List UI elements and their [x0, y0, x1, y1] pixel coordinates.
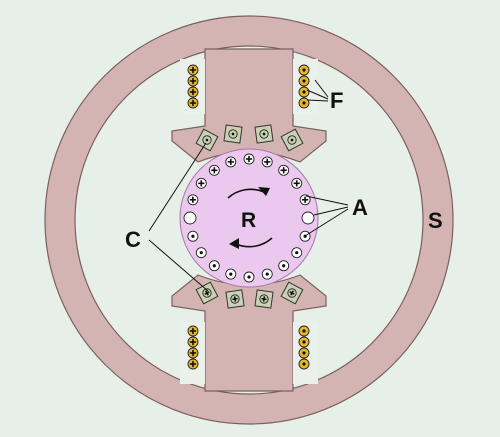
field-conductor: [187, 358, 199, 370]
dot-icon: [265, 272, 269, 276]
dot-icon: [205, 138, 209, 142]
compensating-slot: [195, 281, 219, 305]
compensating-winding: [195, 124, 304, 309]
field-conductor: [298, 64, 310, 76]
compensating-slot: [195, 128, 219, 152]
dot-icon: [302, 329, 306, 333]
arrowhead-icon: [229, 238, 239, 249]
armature-conductor: [243, 271, 255, 283]
dot-icon: [229, 272, 233, 276]
dot-icon: [262, 132, 266, 136]
field-conductor: [298, 336, 310, 348]
field-conductor: [187, 64, 199, 76]
dot-icon: [302, 101, 306, 105]
armature-conductors: [183, 153, 315, 283]
compensating-conductor: [259, 294, 269, 304]
dot-icon: [247, 275, 251, 279]
armature-conductor: [261, 156, 273, 168]
compensating-conductor: [202, 288, 212, 298]
dot-icon: [302, 79, 306, 83]
dot-icon: [199, 251, 203, 255]
armature-conductor: [208, 260, 220, 272]
plus-icon: [205, 290, 209, 296]
compensating-conductor: [228, 129, 238, 139]
rotor-body: [179, 148, 319, 288]
armature-conductor: [208, 164, 220, 176]
armature-conductor: [291, 177, 303, 189]
field-conductor: [187, 86, 199, 98]
arrowhead-icon: [258, 187, 270, 196]
stator-body: [44, 15, 454, 425]
rotor-label: R: [241, 209, 256, 232]
compensating-winding-label: C: [125, 227, 141, 252]
armature-conductor: [299, 194, 311, 206]
armature-conductor: [187, 194, 199, 206]
armature-conductor: [243, 153, 255, 165]
armature-conductor: [278, 164, 290, 176]
dot-icon: [302, 362, 306, 366]
armature-conductor: [299, 230, 311, 242]
dot-icon: [295, 251, 299, 255]
field-conductor: [298, 86, 310, 98]
compensating-slot: [254, 124, 274, 144]
rotation-arrow-icon: [235, 237, 273, 248]
dot-icon: [290, 138, 294, 142]
armature-conductor: [187, 230, 199, 242]
field-conductor: [187, 347, 199, 359]
stator-label: S: [428, 208, 443, 233]
armature-conductor: [195, 247, 207, 259]
leader-lines: [148, 79, 349, 292]
compensating-conductor: [259, 129, 269, 139]
dot-icon: [302, 90, 306, 94]
field-conductor: [298, 347, 310, 359]
armature-conductor: [225, 156, 237, 168]
armature-conductor: [183, 211, 197, 225]
armature-label: A: [352, 195, 368, 220]
dot-icon: [282, 264, 286, 268]
dot-icon: [302, 68, 306, 72]
field-conductor: [298, 325, 310, 337]
plus-icon: [262, 296, 266, 302]
plus-icon: [233, 296, 237, 302]
field-conductor: [298, 358, 310, 370]
field-conductor: [298, 75, 310, 87]
compensating-slot: [223, 124, 243, 144]
armature-conductor: [261, 268, 273, 280]
field-winding: [187, 64, 310, 370]
compensating-slot: [280, 281, 304, 305]
armature-conductor: [195, 177, 207, 189]
plus-icon: [290, 290, 294, 296]
field-conductor: [187, 75, 199, 87]
armature-conductor: [291, 247, 303, 259]
compensating-conductor: [287, 288, 297, 298]
armature-conductor: [301, 211, 315, 225]
armature-conductor: [225, 268, 237, 280]
rotation-arrow-icon: [227, 188, 265, 199]
compensating-slot: [254, 289, 274, 309]
field-conductor: [187, 336, 199, 348]
dot-icon: [231, 132, 235, 136]
dot-icon: [302, 351, 306, 355]
dot-icon: [191, 234, 195, 238]
armature-conductor: [278, 260, 290, 272]
dot-icon: [302, 340, 306, 344]
field-conductor: [187, 325, 199, 337]
field-conductor: [187, 97, 199, 109]
compensating-conductor: [230, 294, 240, 304]
compensating-conductor: [202, 135, 212, 145]
compensating-slot: [225, 289, 245, 309]
compensating-conductor: [287, 135, 297, 145]
dot-icon: [212, 264, 216, 268]
field-conductor: [298, 97, 310, 109]
field-winding-label: F: [330, 88, 343, 113]
rotor: [179, 148, 319, 288]
compensating-slot: [280, 128, 304, 152]
